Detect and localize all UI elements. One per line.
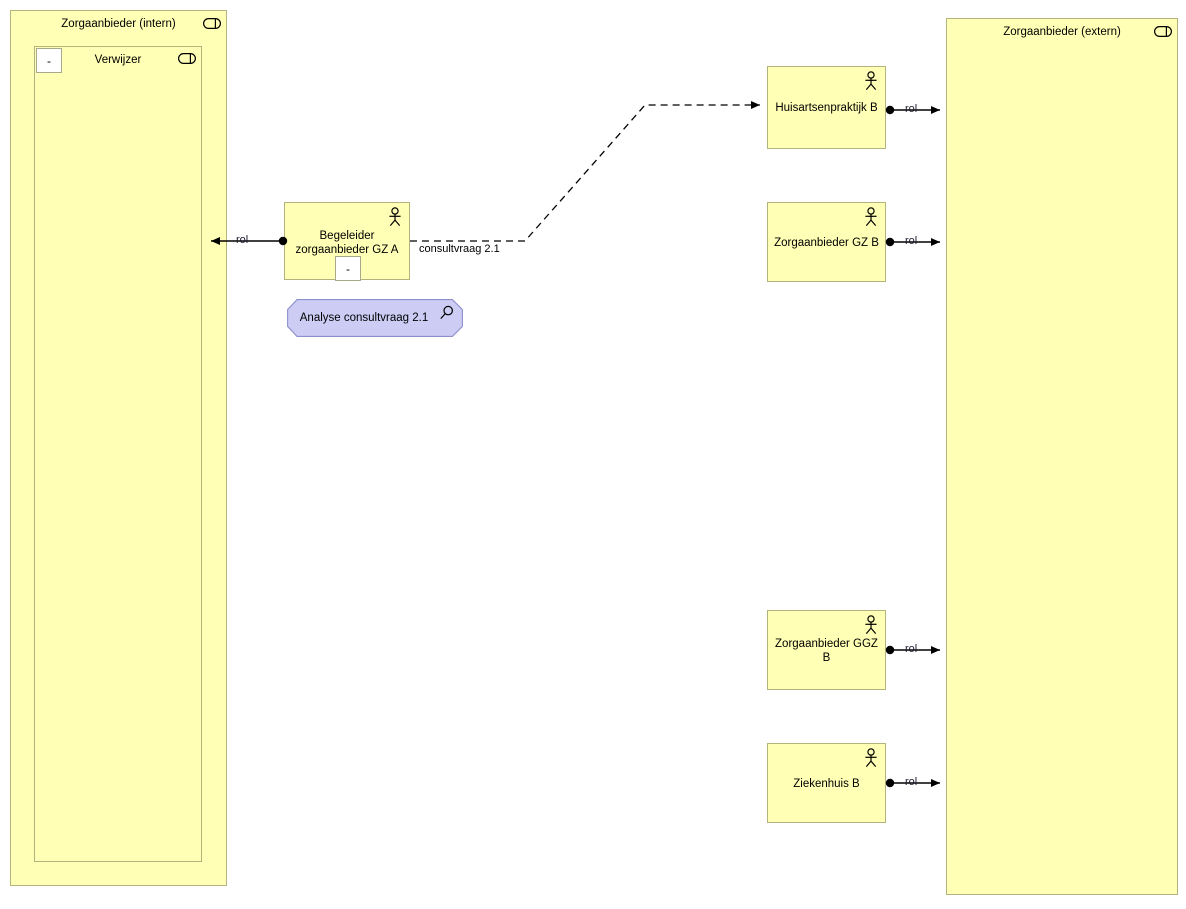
relationship-label-rol-verwijzer: rol [236, 234, 249, 246]
relationship-label-rol-huisartsenpraktijk: rol [905, 103, 918, 115]
business-actor-icon [387, 207, 403, 227]
verwijzer-collapse-marker[interactable]: - [36, 48, 62, 73]
business-actor-icon [863, 71, 879, 91]
container-zorgaanbieder-extern-label: Zorgaanbieder (extern) [1003, 26, 1121, 38]
element-begeleider-zorgaanbieder-gz-a-label: Begeleider zorgaanbieder GZ A [295, 230, 399, 256]
motivation-analyse-consultvraag-label: Analyse consultvraag 2.1 [299, 312, 429, 324]
element-ziekenhuis-b[interactable]: Ziekenhuis B [767, 743, 886, 823]
element-zorgaanbieder-gz-b-label: Zorgaanbieder GZ B [774, 237, 879, 249]
container-verwijzer-label: Verwijzer [94, 54, 142, 66]
begeleider-collapse-marker[interactable]: - [335, 256, 361, 281]
motivation-analyse-consultvraag[interactable]: Analyse consultvraag 2.1 [287, 299, 463, 337]
element-ziekenhuis-b-label: Ziekenhuis B [793, 778, 860, 790]
relationship-label-rol-ziekenhuis-b: rol [905, 776, 918, 788]
element-huisartsenpraktijk-b[interactable]: Huisartsenpraktijk B [767, 66, 886, 149]
relationship-label-rol-zorgaanbieder-gz-b: rol [905, 235, 918, 247]
business-actor-icon [863, 207, 879, 227]
element-zorgaanbieder-gz-b[interactable]: Zorgaanbieder GZ B [767, 202, 886, 282]
business-actor-icon [863, 615, 879, 635]
element-zorgaanbieder-ggz-b-label: Zorgaanbieder GGZ B [775, 638, 878, 664]
relationship-consultvraag-flow[interactable] [410, 101, 760, 242]
container-verwijzer[interactable]: Verwijzer - [34, 46, 202, 862]
business-actor-icon [863, 748, 879, 768]
element-huisartsenpraktijk-b-label: Huisartsenpraktijk B [775, 102, 878, 114]
relationship-label-consultvraag: consultvraag 2.1 [419, 243, 500, 255]
container-zorgaanbieder-extern[interactable]: Zorgaanbieder (extern) [946, 18, 1178, 895]
relationship-label-rol-zorgaanbieder-ggz-b: rol [905, 643, 918, 655]
element-zorgaanbieder-ggz-b[interactable]: Zorgaanbieder GGZ B [767, 610, 886, 690]
element-begeleider-zorgaanbieder-gz-a[interactable]: Begeleider zorgaanbieder GZ A - [284, 202, 410, 281]
container-zorgaanbieder-intern-label: Zorgaanbieder (intern) [61, 18, 176, 30]
